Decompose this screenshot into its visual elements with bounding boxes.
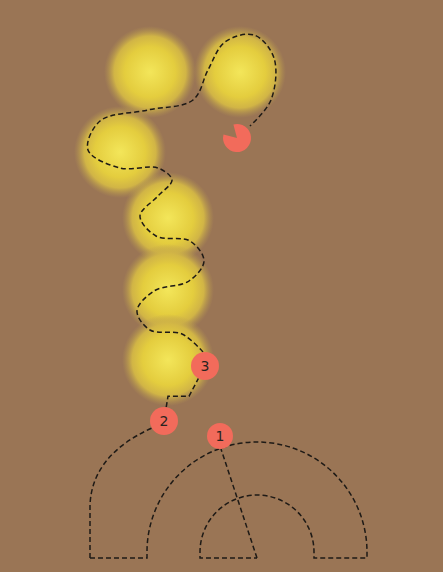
- winding-path: [87, 34, 276, 352]
- agent-marker: [223, 124, 251, 152]
- arch-path: [90, 442, 367, 558]
- callout-number: 1: [216, 429, 225, 443]
- waypoint-circle: 1: [207, 423, 233, 449]
- dashed-route: [166, 378, 198, 407]
- approach-path: [90, 428, 152, 558]
- waypoint-circle: 2: [150, 407, 178, 435]
- approach-path: [221, 449, 257, 558]
- callout-number: 2: [160, 414, 169, 428]
- waypoint-circle: 3: [191, 352, 219, 380]
- dashed-paths: [90, 428, 367, 558]
- callout-number: 3: [201, 359, 210, 373]
- light-zones: [74, 26, 286, 406]
